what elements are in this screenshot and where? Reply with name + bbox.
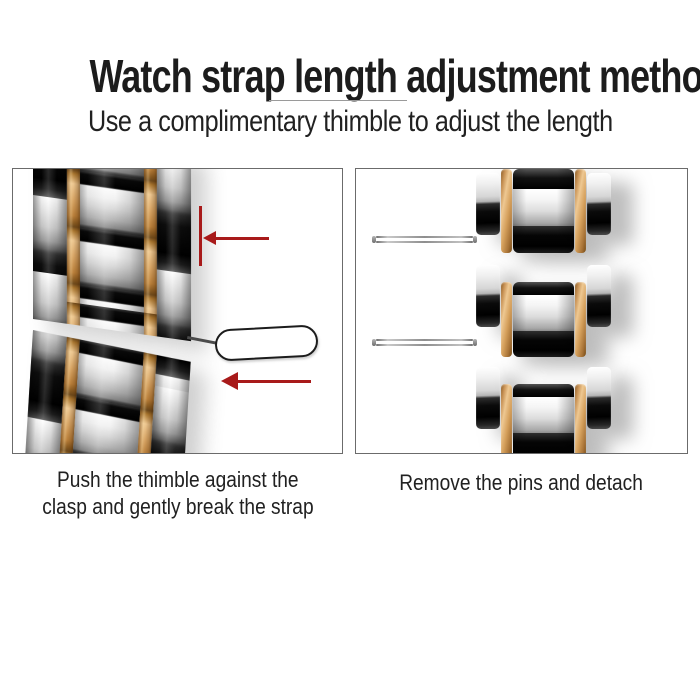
strap-gold-link-icon: [67, 169, 80, 326]
side-link-icon: [476, 265, 500, 327]
arrowhead-icon: [203, 231, 216, 245]
pin-rod: [376, 344, 473, 346]
pin-cap: [372, 339, 376, 346]
gold-bar-icon: [501, 384, 512, 453]
page-title-text: Watch strap length adjustment method: [89, 50, 700, 102]
watch-strap-lower-segment: [18, 330, 191, 453]
barrel-black-band: [513, 331, 574, 357]
thimble-tool-icon: [214, 324, 319, 362]
page-title: Watch strap length adjustment method: [0, 49, 700, 103]
watch-strap-upper-segment: [33, 169, 191, 342]
center-barrel-icon: [513, 384, 574, 453]
strap-link-top-icon: [476, 169, 611, 253]
page-subtitle-text: Use a complimentary thimble to adjust th…: [87, 105, 613, 138]
pin-rod: [376, 236, 473, 238]
strap-link-middle-icon: [476, 265, 611, 357]
panel-push-thimble: [12, 168, 343, 454]
side-link-icon: [476, 173, 500, 235]
strap-outer-links-left-icon: [18, 330, 67, 453]
strap-center-links-icon: [80, 169, 144, 335]
red-stop-line-icon: [199, 206, 202, 266]
red-arrow-left-upper-icon: [203, 231, 269, 245]
strap-outer-links-right-icon: [157, 169, 191, 342]
barrel-black-band: [513, 433, 574, 453]
gold-bar-icon: [501, 169, 512, 253]
pin-cap: [473, 236, 477, 243]
side-link-icon: [587, 173, 611, 235]
spring-bar-pin-lower-icon: [372, 339, 477, 346]
gold-bar-icon: [501, 282, 512, 357]
center-barrel-icon: [513, 282, 574, 357]
panel-remove-pins: [355, 168, 688, 454]
caption-right-line1: Remove the pins and detach: [399, 470, 644, 495]
pin-cap: [372, 236, 376, 243]
red-arrow-left-lower-icon: [221, 372, 311, 390]
caption-left-line2: clasp and gently break the strap: [41, 494, 314, 519]
barrel-black-band: [513, 282, 574, 295]
strap-link-bottom-icon: [476, 367, 611, 453]
barrel-black-band: [513, 226, 574, 253]
pin-cap: [473, 339, 477, 346]
side-link-icon: [587, 367, 611, 429]
strap-outer-links-left-icon: [33, 169, 67, 324]
side-link-icon: [476, 367, 500, 429]
caption-right: Remove the pins and detach: [355, 469, 688, 496]
caption-left: Push the thimble against the clasp and g…: [12, 466, 343, 520]
arrow-shaft: [215, 236, 269, 240]
page-subtitle: Use a complimentary thimble to adjust th…: [0, 105, 700, 139]
arrowhead-icon: [221, 372, 238, 390]
barrel-silver-band: [513, 397, 574, 433]
strap-gold-link-icon: [144, 169, 157, 337]
arrow-shaft: [237, 379, 311, 383]
barrel-silver-band: [513, 295, 574, 331]
gold-bar-icon: [575, 282, 586, 357]
watch-strap: [18, 169, 191, 453]
gold-bar-icon: [575, 384, 586, 453]
caption-left-line1: Push the thimble against the: [56, 467, 299, 492]
pin-rod: [376, 241, 473, 243]
spring-bar-pin-upper-icon: [372, 236, 477, 243]
barrel-black-band: [513, 169, 574, 189]
gold-bar-icon: [575, 169, 586, 253]
barrel-black-band: [513, 384, 574, 397]
center-barrel-icon: [513, 169, 574, 253]
barrel-silver-band: [513, 189, 574, 226]
side-link-icon: [587, 265, 611, 327]
pin-rod: [376, 339, 473, 341]
title-divider-line: [269, 100, 407, 101]
